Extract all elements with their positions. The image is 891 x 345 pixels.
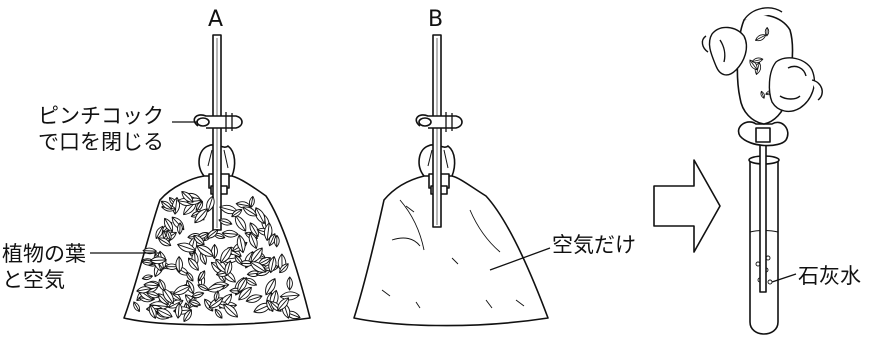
label-leaves-line1: 植物の葉 [2,242,86,266]
label-bag-b: B [428,7,443,32]
label-leaves-line2: と空気 [2,268,65,292]
bag-a [124,35,310,325]
inner-tube [760,132,766,292]
bag-b-outline [354,176,548,326]
bag-b [354,35,548,326]
label-bag-a: A [208,7,223,32]
label-pinchcock-line1: ピンチコック [38,104,164,128]
label-pinchcock-line2: で口を閉じる [38,130,164,154]
label-air-only: 空気だけ [552,233,636,257]
right-arrow-icon [654,160,720,252]
label-limewater: 石灰水 [798,264,861,288]
